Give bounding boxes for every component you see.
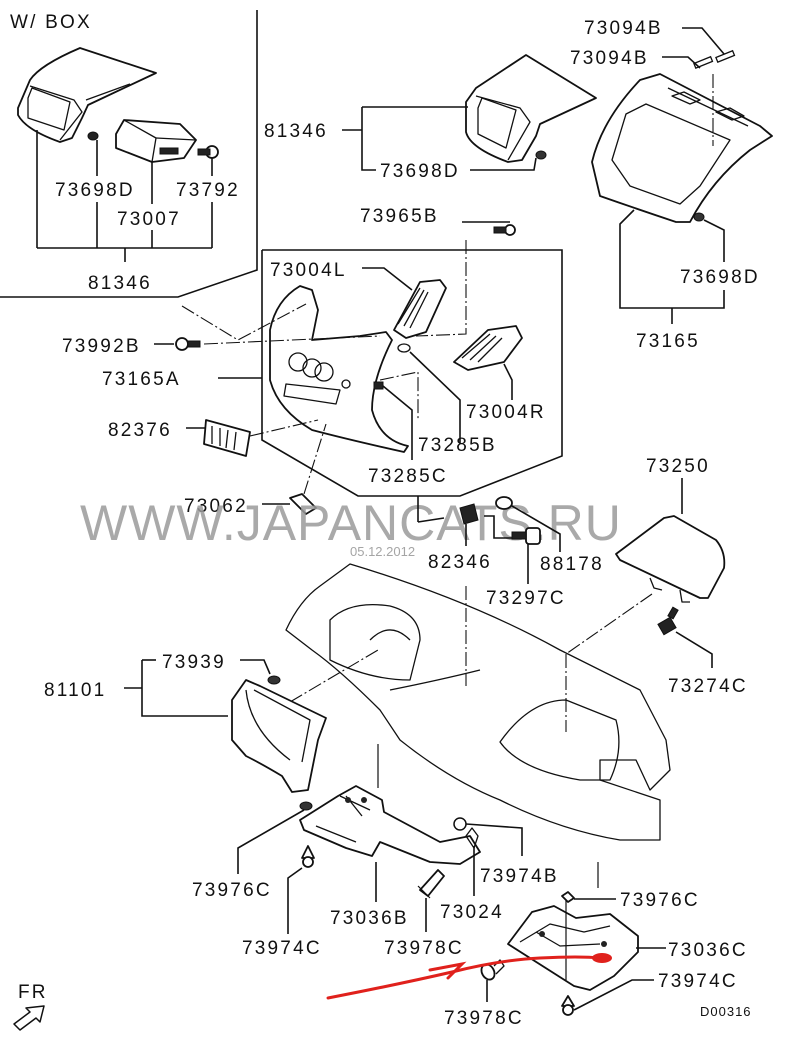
part-label-73004R: 73004R bbox=[466, 402, 546, 423]
center-panel-73165-group: 73094B 73094B 73698D 73165 bbox=[570, 18, 773, 352]
part-label-73976C-left: 73976C bbox=[192, 880, 272, 901]
part-label-73165A: 73165A bbox=[102, 369, 181, 390]
hazard-switch-group: 82346 88178 73297C bbox=[417, 496, 604, 609]
part-label-81346: 81346 bbox=[88, 273, 152, 294]
part-label-73007: 73007 bbox=[117, 209, 181, 230]
lower-panel-81101-group: 73939 81101 bbox=[44, 652, 327, 793]
meter-hood-with-box bbox=[17, 47, 157, 143]
part-label-73094B-b: 73094B bbox=[570, 48, 649, 69]
part-label-73974B: 73974B bbox=[480, 866, 559, 887]
instrument-panel bbox=[285, 563, 671, 888]
meter-hood-group: 81346 73698D bbox=[264, 54, 597, 182]
part-label-73698D-hood: 73698D bbox=[380, 161, 460, 182]
date-stamp: 05.12.2012 bbox=[350, 544, 415, 559]
part-label-73285C: 73285C bbox=[368, 466, 448, 487]
bracket-73036B-group: 73976C 73974C 73036B 73978C 73024 73974B bbox=[192, 785, 559, 959]
part-label-73004L: 73004L bbox=[270, 260, 347, 281]
inset-border bbox=[0, 10, 258, 298]
part-label-88178: 88178 bbox=[540, 554, 604, 575]
lid-73250-group: 73250 73274C bbox=[565, 456, 748, 697]
clip-73698D-box bbox=[87, 131, 99, 141]
part-label-73792: 73792 bbox=[176, 180, 240, 201]
screw-73974C-right bbox=[561, 995, 575, 1016]
screw-73792 bbox=[197, 145, 219, 159]
part-label-73297C: 73297C bbox=[486, 588, 566, 609]
part-label-73285B: 73285B bbox=[418, 435, 497, 456]
bulb-73297C bbox=[511, 527, 541, 545]
part-label-73698D: 73698D bbox=[55, 180, 135, 201]
part-label-73036C: 73036C bbox=[668, 940, 748, 961]
switch-82376 bbox=[203, 419, 251, 457]
part-label-73094B-a: 73094B bbox=[584, 18, 663, 39]
part-label-81101: 81101 bbox=[44, 680, 106, 701]
part-label-73939: 73939 bbox=[162, 652, 226, 673]
center-panel-73165A-group: 73965B 73004L 73004R 73285B 73285C bbox=[62, 206, 563, 517]
front-direction-indicator: FR bbox=[13, 982, 48, 1031]
part-label-73165: 73165 bbox=[636, 331, 700, 352]
part-label-73974C-left: 73974C bbox=[242, 938, 322, 959]
front-arrow-icon bbox=[13, 1005, 45, 1031]
storage-box-73007 bbox=[115, 119, 197, 163]
red-annotation-arrow bbox=[326, 953, 612, 1000]
part-label-82346: 82346 bbox=[428, 552, 492, 573]
part-label-73978C-left: 73978C bbox=[384, 938, 464, 959]
clip-73978C-left bbox=[417, 869, 445, 899]
part-label-73250: 73250 bbox=[646, 456, 710, 477]
part-label-73062: 73062 bbox=[184, 496, 248, 517]
part-label-73036B: 73036B bbox=[330, 908, 409, 929]
screw-73992B bbox=[175, 337, 201, 351]
part-label-73965B: 73965B bbox=[360, 206, 439, 227]
direction-label: FR bbox=[18, 982, 48, 1003]
part-label-73698D-right: 73698D bbox=[680, 267, 760, 288]
diagram-code: D00316 bbox=[700, 1004, 752, 1019]
bolt-73274C bbox=[657, 606, 679, 636]
part-label-81346-hood: 81346 bbox=[264, 121, 328, 142]
part-label-73992B: 73992B bbox=[62, 336, 141, 357]
part-label-73978C-right: 73978C bbox=[444, 1008, 524, 1029]
part-label-73974C-right: 73974C bbox=[658, 971, 738, 992]
part-label-82376: 82376 bbox=[108, 420, 172, 441]
screw-73974C-left bbox=[301, 845, 315, 868]
variant-label: W/ BOX bbox=[10, 12, 92, 33]
group-border bbox=[261, 249, 563, 497]
clip-73062 bbox=[289, 493, 317, 515]
part-label-73024: 73024 bbox=[440, 902, 504, 923]
part-label-73976C-right: 73976C bbox=[620, 890, 700, 911]
bracket-73036C-group: 73976C 73036C 73974C 73978C bbox=[444, 890, 748, 1029]
with-box-inset: W/ BOX 73698D bbox=[0, 10, 258, 298]
part-label-73274C: 73274C bbox=[668, 676, 748, 697]
